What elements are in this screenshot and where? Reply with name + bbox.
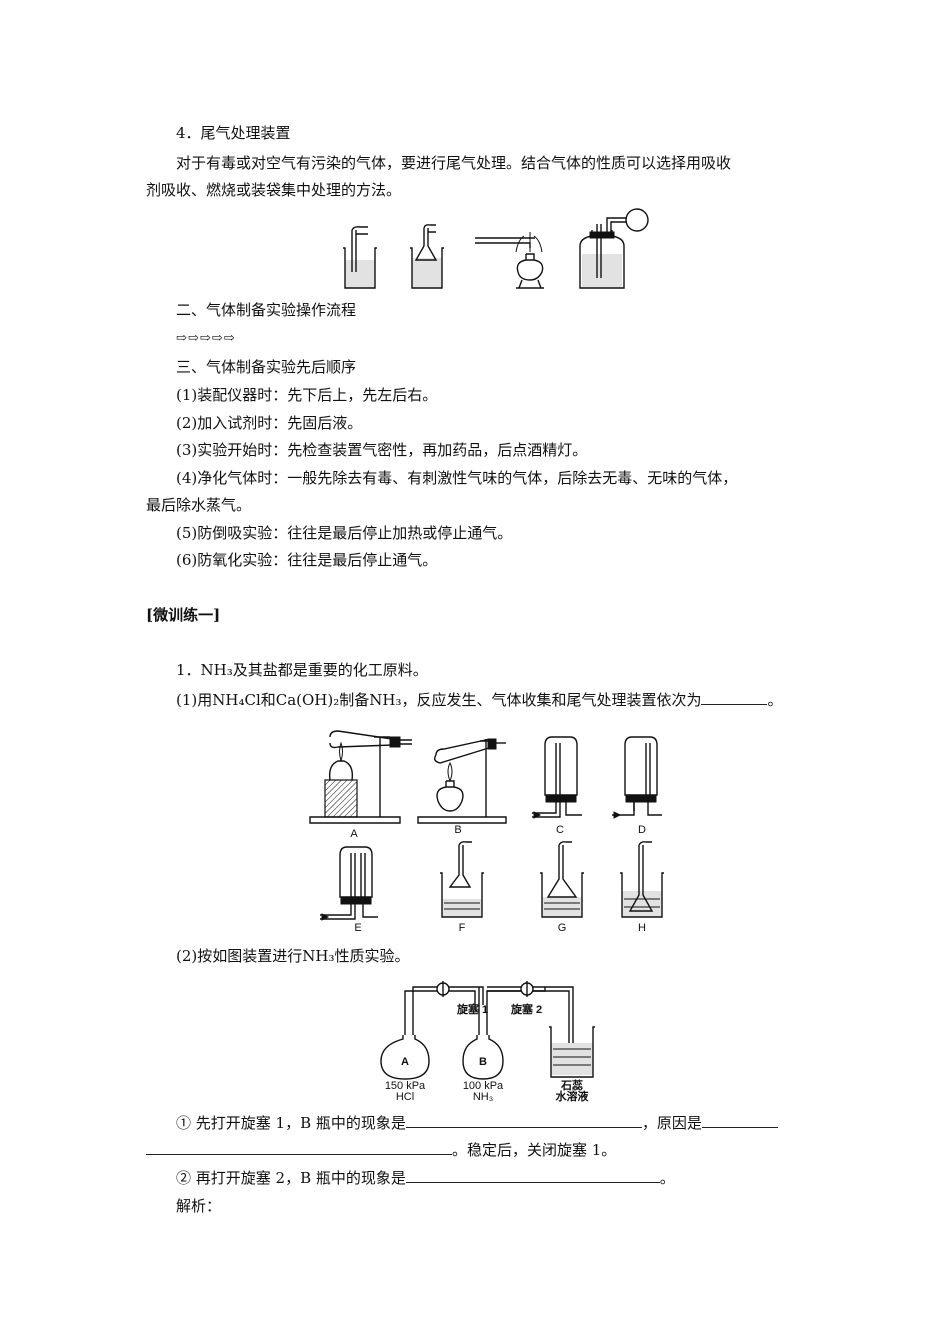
flask-a-gas: HCl bbox=[396, 1091, 414, 1103]
flask-a-label: A bbox=[401, 1056, 409, 1068]
tail-gas-apparatus-figure bbox=[343, 208, 649, 289]
order-item-4-continued: 最后除水蒸气。 bbox=[146, 496, 252, 514]
process-flow-arrows: ⇨⇨⇨⇨⇨ bbox=[176, 331, 236, 346]
answer-blank-1[interactable] bbox=[701, 690, 768, 705]
sub-question-a-continued: 。稳定后，关闭旋塞 1。 bbox=[146, 1140, 616, 1160]
flask-b-pressure: 100 kPa bbox=[463, 1080, 504, 1092]
answer-blank-reason-1[interactable] bbox=[701, 1113, 778, 1128]
sub-question-a-text: ① 先打开旋塞 1，B 瓶中的现象是 bbox=[176, 1114, 406, 1132]
gas-bag-bottle bbox=[579, 208, 649, 289]
label-g: G bbox=[558, 922, 567, 934]
flask-a-pressure: 150 kPa bbox=[385, 1080, 426, 1092]
label-f: F bbox=[459, 922, 466, 934]
apparatus-f: F bbox=[440, 841, 484, 934]
order-item-1: (1)装配仪器时：先下后上，先左后右。 bbox=[176, 386, 438, 404]
analysis-label: 解析： bbox=[176, 1197, 222, 1215]
practice-title: [微训练一] bbox=[146, 606, 221, 624]
section-4-heading: 4．尾气处理装置 bbox=[176, 124, 291, 142]
question-1-part-2: (2)按如图装置进行NH₃性质实验。 bbox=[176, 947, 410, 965]
question-1-part-1-text: (1)用NH₄Cl和Ca(OH)₂制备NH₃，反应发生、气体收集和尾气处理装置依… bbox=[176, 691, 702, 709]
valve-1-icon bbox=[436, 981, 450, 997]
sub-question-a: ① 先打开旋塞 1，B 瓶中的现象是 ，原因是 bbox=[176, 1113, 778, 1133]
flask-b-label: B bbox=[479, 1056, 487, 1068]
order-item-2: (2)加入试剂时：先固后液。 bbox=[176, 414, 363, 432]
label-e: E bbox=[354, 922, 361, 934]
sub-question-b-text: ② 再打开旋塞 2，B 瓶中的现象是 bbox=[176, 1169, 406, 1187]
valve-2-icon bbox=[520, 981, 534, 997]
label-b: B bbox=[454, 824, 461, 836]
nh3-property-figure: 旋塞 1 旋塞 2 A B 150 kPa HCl 100 kPa NH₃ 石蕊… bbox=[380, 981, 595, 1103]
solution-label-line2: 水溶液 bbox=[556, 1089, 590, 1103]
sub-question-a-end: 。稳定后，关闭旋塞 1。 bbox=[452, 1141, 617, 1159]
order-item-3: (3)实验开始时：先检查装置气密性，再加药品，后点酒精灯。 bbox=[176, 441, 588, 459]
combustion-burner bbox=[475, 232, 544, 289]
question-1-intro: 1．NH₃及其盐都是重要的化工原料。 bbox=[176, 661, 428, 679]
absorption-beaker-inverted-funnel bbox=[410, 224, 444, 289]
sub-question-b: ② 再打开旋塞 2，B 瓶中的现象是 。 bbox=[176, 1168, 675, 1188]
section-4-paragraph-line1: 对于有毒或对空气有污染的气体，要进行尾气处理。结合气体的性质可以选择用吸收 bbox=[176, 154, 732, 172]
answer-blank-reason-2[interactable] bbox=[146, 1140, 452, 1155]
order-item-4: (4)净化气体时：一般先除去有毒、有刺激性气味的气体，后除去无毒、无味的气体， bbox=[176, 469, 738, 487]
label-c: C bbox=[556, 824, 564, 836]
order-item-5: (5)防倒吸实验：往往是最后停止加热或停止通气。 bbox=[176, 524, 513, 542]
apparatus-e: E bbox=[320, 846, 378, 934]
sub-question-a-reason: ，原因是 bbox=[641, 1114, 702, 1132]
apparatus-c: C bbox=[532, 736, 582, 836]
answer-blank-phenomenon-1[interactable] bbox=[405, 1113, 642, 1128]
label-a: A bbox=[350, 828, 358, 840]
apparatus-g: G bbox=[540, 841, 584, 934]
valve-1-label: 旋塞 1 bbox=[456, 1002, 488, 1016]
section-2-heading: 二、气体制备实验操作流程 bbox=[176, 301, 357, 319]
section-3-heading: 三、气体制备实验先后顺序 bbox=[176, 358, 357, 376]
apparatus-a: A bbox=[309, 730, 412, 840]
answer-blank-phenomenon-2[interactable] bbox=[405, 1168, 660, 1183]
question-1-part-1: (1)用NH₄Cl和Ca(OH)₂制备NH₃，反应发生、气体收集和尾气处理装置依… bbox=[176, 690, 783, 710]
absorption-beaker-straight-tube bbox=[343, 226, 377, 289]
order-item-6: (6)防氧化实验：往往是最后停止通气。 bbox=[176, 551, 438, 569]
nh3-apparatus-figure: A B C D E bbox=[309, 730, 664, 934]
label-h: H bbox=[638, 922, 646, 934]
apparatus-h: H bbox=[620, 841, 664, 934]
punctuation: 。 bbox=[767, 691, 783, 709]
punctuation: 。 bbox=[659, 1169, 675, 1187]
valve-2-label: 旋塞 2 bbox=[510, 1002, 542, 1016]
apparatus-d: D bbox=[612, 736, 662, 836]
apparatus-b: B bbox=[417, 738, 507, 836]
solution-label-line1: 石蕊 bbox=[560, 1078, 583, 1092]
label-d: D bbox=[638, 824, 646, 836]
flask-b-gas: NH₃ bbox=[473, 1091, 493, 1103]
section-4-paragraph-line2: 剂吸收、燃烧或装袋集中处理的方法。 bbox=[146, 181, 402, 199]
